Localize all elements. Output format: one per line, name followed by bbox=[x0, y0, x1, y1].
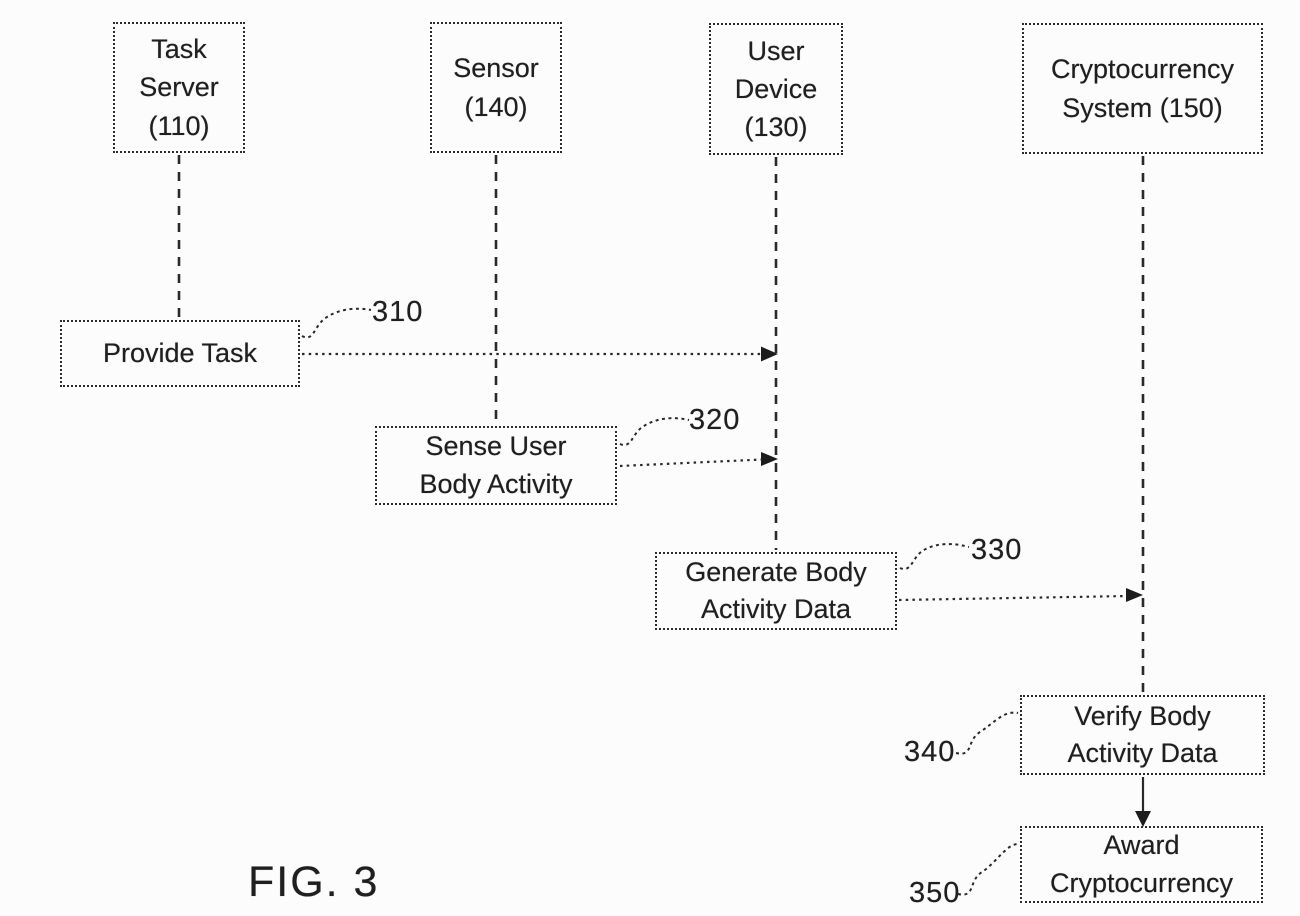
arrow-330-line bbox=[898, 594, 1129, 602]
step-label-line: Cryptocurrency bbox=[1049, 867, 1234, 898]
actor-label-line: (130) bbox=[744, 112, 808, 143]
step-label-line: Award bbox=[1103, 830, 1180, 861]
actor-label-line: Sensor bbox=[453, 53, 539, 84]
ref-label-340: 340 bbox=[904, 736, 956, 768]
actor-box-sensor: Sensor (140) bbox=[430, 22, 562, 153]
arrow-330-head bbox=[1126, 588, 1143, 602]
leader-340 bbox=[955, 711, 1019, 755]
step-label-line: Provide Task bbox=[102, 337, 258, 368]
leader-320 bbox=[619, 417, 690, 447]
actor-label-line: Device bbox=[734, 73, 818, 104]
actor-box-cryptocurrency-system: Cryptocurrency System (150) bbox=[1022, 23, 1263, 154]
actor-label-line: Server bbox=[139, 72, 219, 103]
actor-label-line: System (150) bbox=[1062, 92, 1223, 123]
leader-330 bbox=[899, 543, 970, 571]
step-label-line: Activity Data bbox=[700, 594, 852, 624]
actor-box-user-device: User Device (130) bbox=[709, 23, 843, 155]
actor-label-line: (140) bbox=[464, 91, 528, 122]
ref-label-330: 330 bbox=[971, 534, 1023, 566]
step-box-generate-body-activity-data: Generate Body Activity Data bbox=[655, 552, 897, 630]
actor-label-line: (110) bbox=[148, 110, 210, 141]
leader-310 bbox=[301, 307, 372, 339]
actor-label-line: Cryptocurrency bbox=[1050, 54, 1235, 85]
step-box-provide-task: Provide Task bbox=[60, 320, 300, 387]
ref-label-320: 320 bbox=[689, 404, 741, 436]
step-label-line: Verify Body bbox=[1074, 700, 1211, 731]
actor-box-task-server: Task Server (110) bbox=[113, 22, 245, 153]
leader-350 bbox=[957, 843, 1020, 896]
actor-label-line: Task bbox=[151, 34, 207, 64]
step-label-line: Sense User bbox=[425, 431, 567, 462]
step-box-award-cryptocurrency: Award Cryptocurrency bbox=[1020, 826, 1263, 903]
actor-label-line: User bbox=[747, 35, 805, 66]
arrow-320-line bbox=[619, 458, 763, 468]
arrow-verify-to-award-head bbox=[1135, 811, 1151, 827]
step-label-line: Generate Body bbox=[685, 556, 867, 587]
figure-caption: FIG. 3 bbox=[248, 858, 380, 906]
arrow-320-head bbox=[761, 452, 778, 466]
step-label-line: Activity Data bbox=[1067, 738, 1218, 768]
step-label-line: Body Activity bbox=[419, 468, 573, 499]
arrow-310-head bbox=[761, 346, 778, 362]
ref-label-350: 350 bbox=[909, 877, 961, 909]
ref-label-310: 310 bbox=[372, 296, 424, 328]
step-box-verify-body-activity-data: Verify Body Activity Data bbox=[1020, 695, 1265, 775]
step-box-sense-user-body-activity: Sense User Body Activity bbox=[375, 426, 617, 505]
